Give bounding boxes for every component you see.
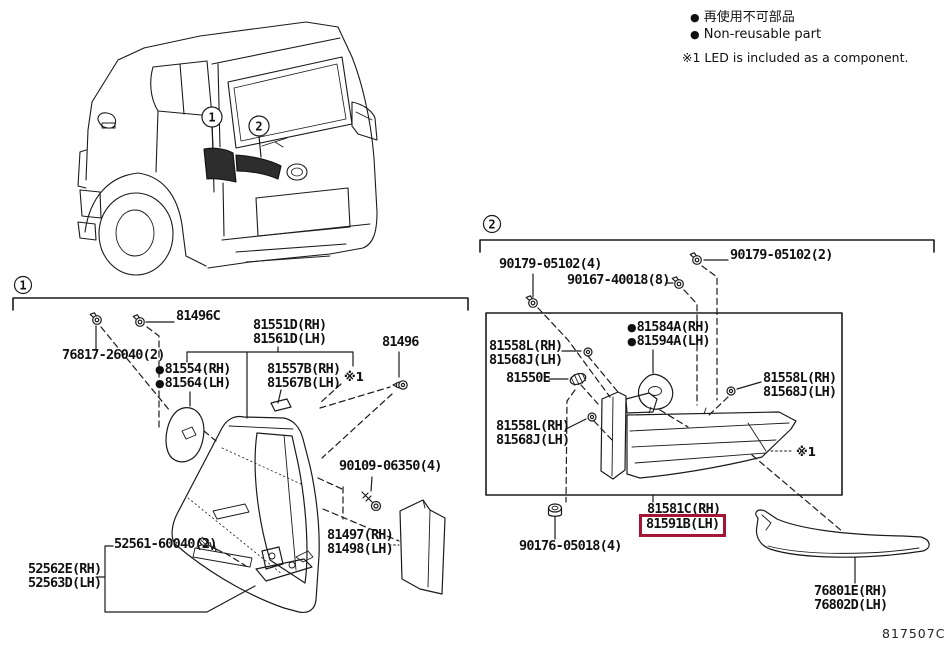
part-label-81497-81498[interactable]: 81497(RH) 81498(LH) xyxy=(327,527,394,557)
screw-icon-81496C xyxy=(132,314,145,327)
car-callout-2-marker[interactable] xyxy=(248,115,270,158)
car-callout-1-marker[interactable] xyxy=(201,106,223,150)
part-label-81557B-81567B[interactable]: 81557B(RH) 81567B(LH) xyxy=(267,361,341,391)
part-label-81591B-selected[interactable]: 81591B(LH) xyxy=(639,514,727,537)
gasket-81584A-drawing xyxy=(637,373,674,414)
part-label-81496C[interactable]: 81496C xyxy=(176,308,221,324)
legend-nonreusable-jp: ● 再使用不可部品 xyxy=(690,10,795,25)
part-label-81551D-81561D[interactable]: 81551D(RH) 81561D(LH) xyxy=(253,317,327,347)
gasket-81554-drawing xyxy=(165,407,205,463)
part-label-90176-05018[interactable]: 90176-05018(4) xyxy=(519,538,622,554)
bracket-52562-drawing xyxy=(255,546,314,582)
part-label-52562E-52563D[interactable]: 52562E(RH) 52563D(LH) xyxy=(28,561,102,591)
screw-icon-52561 xyxy=(198,536,223,553)
outer-lamp-drawing xyxy=(171,415,320,614)
group2-box xyxy=(485,312,843,496)
grommet-icon-81550E xyxy=(569,372,587,386)
clip-icon-81496 xyxy=(392,380,408,390)
screw-icon-90179-4 xyxy=(525,295,538,308)
tail-lamp-outer-shaded xyxy=(203,147,237,183)
nut-icon-90176 xyxy=(547,503,563,517)
group1-bracket xyxy=(12,297,469,311)
non-reusable-dot-icon: ● xyxy=(690,28,700,41)
panel-81497-drawing xyxy=(399,499,446,595)
screw-icon-76817 xyxy=(89,312,102,325)
car-illustration xyxy=(77,21,378,276)
screw-icon-81558L-3 xyxy=(726,386,736,396)
group1-callout[interactable] xyxy=(13,275,33,295)
group2-callout-number: 2 xyxy=(488,218,495,232)
lens-clip-part xyxy=(270,398,292,412)
part-label-90109-06350[interactable]: 90109-06350(4) xyxy=(339,458,442,474)
screw-icon-90167 xyxy=(671,276,684,289)
non-reusable-dot-icon: ● xyxy=(155,363,165,376)
part-label-81496[interactable]: 81496 xyxy=(382,334,419,350)
non-reusable-dot-icon: ● xyxy=(627,334,637,348)
legend-nonreusable-en: ● Non-reusable part xyxy=(690,27,822,42)
led-ref-mark-group1: ※1 xyxy=(344,370,365,384)
part-label-76817-26040[interactable]: 76817-26040(2) xyxy=(62,347,165,363)
part-label-81558L-81568J-1[interactable]: 81558L(RH) 81568J(LH) xyxy=(489,338,563,368)
part-label-76801E-76802D[interactable]: 76801E(RH) 76802D(LH) xyxy=(814,583,888,613)
car-callout-1-number: 1 xyxy=(208,111,215,125)
non-reusable-dot-icon: ● xyxy=(155,376,165,390)
part-label-52561-60040[interactable]: 52561-60040(2) xyxy=(114,536,217,552)
non-reusable-dot-icon: ● xyxy=(627,321,637,334)
legend-led-note: ※1 LED is included as a component. xyxy=(682,50,909,65)
group1-diagram xyxy=(89,312,446,614)
bolt-icon-90109 xyxy=(361,491,382,512)
part-label-81550E[interactable]: 81550E xyxy=(506,370,551,386)
part-label-81554-81564[interactable]: ●81554(RH) ●81564(LH) xyxy=(155,361,231,391)
group2-callout[interactable] xyxy=(482,214,502,234)
tail-lamp-inner-shaded xyxy=(235,154,282,180)
group2-diagram xyxy=(525,252,930,584)
group1-callout-number: 1 xyxy=(19,279,26,293)
inner-lamp-drawing xyxy=(600,391,797,480)
garnish-76801E-drawing xyxy=(755,509,930,558)
car-callout-2-number: 2 xyxy=(255,120,262,134)
part-label-90179-05102-2[interactable]: 90179-05102(2) xyxy=(730,247,833,263)
screw-icon-81558L-1 xyxy=(583,347,593,357)
part-label-81558L-81568J-2[interactable]: 81558L(RH) 81568J(LH) xyxy=(496,418,570,448)
part-label-90167-40018[interactable]: 90167-40018(8) xyxy=(567,272,670,288)
figure-code: 817507C xyxy=(882,626,946,641)
part-label-81581C[interactable]: 81581C(RH) xyxy=(647,501,721,517)
non-reusable-dot-icon: ● xyxy=(690,11,700,24)
part-label-81558L-81568J-3[interactable]: 81558L(RH) 81568J(LH) xyxy=(763,370,837,400)
screw-icon-81558L-2 xyxy=(587,412,597,422)
part-label-90179-05102-4[interactable]: 90179-05102(4) xyxy=(499,256,602,272)
led-ref-mark-group2: ※1 xyxy=(796,445,817,459)
part-label-81584A-81594A[interactable]: ●81584A(RH) ●81594A(LH) xyxy=(627,319,711,349)
group2-bracket xyxy=(479,239,935,253)
screw-icon-90179-2 xyxy=(689,252,702,265)
